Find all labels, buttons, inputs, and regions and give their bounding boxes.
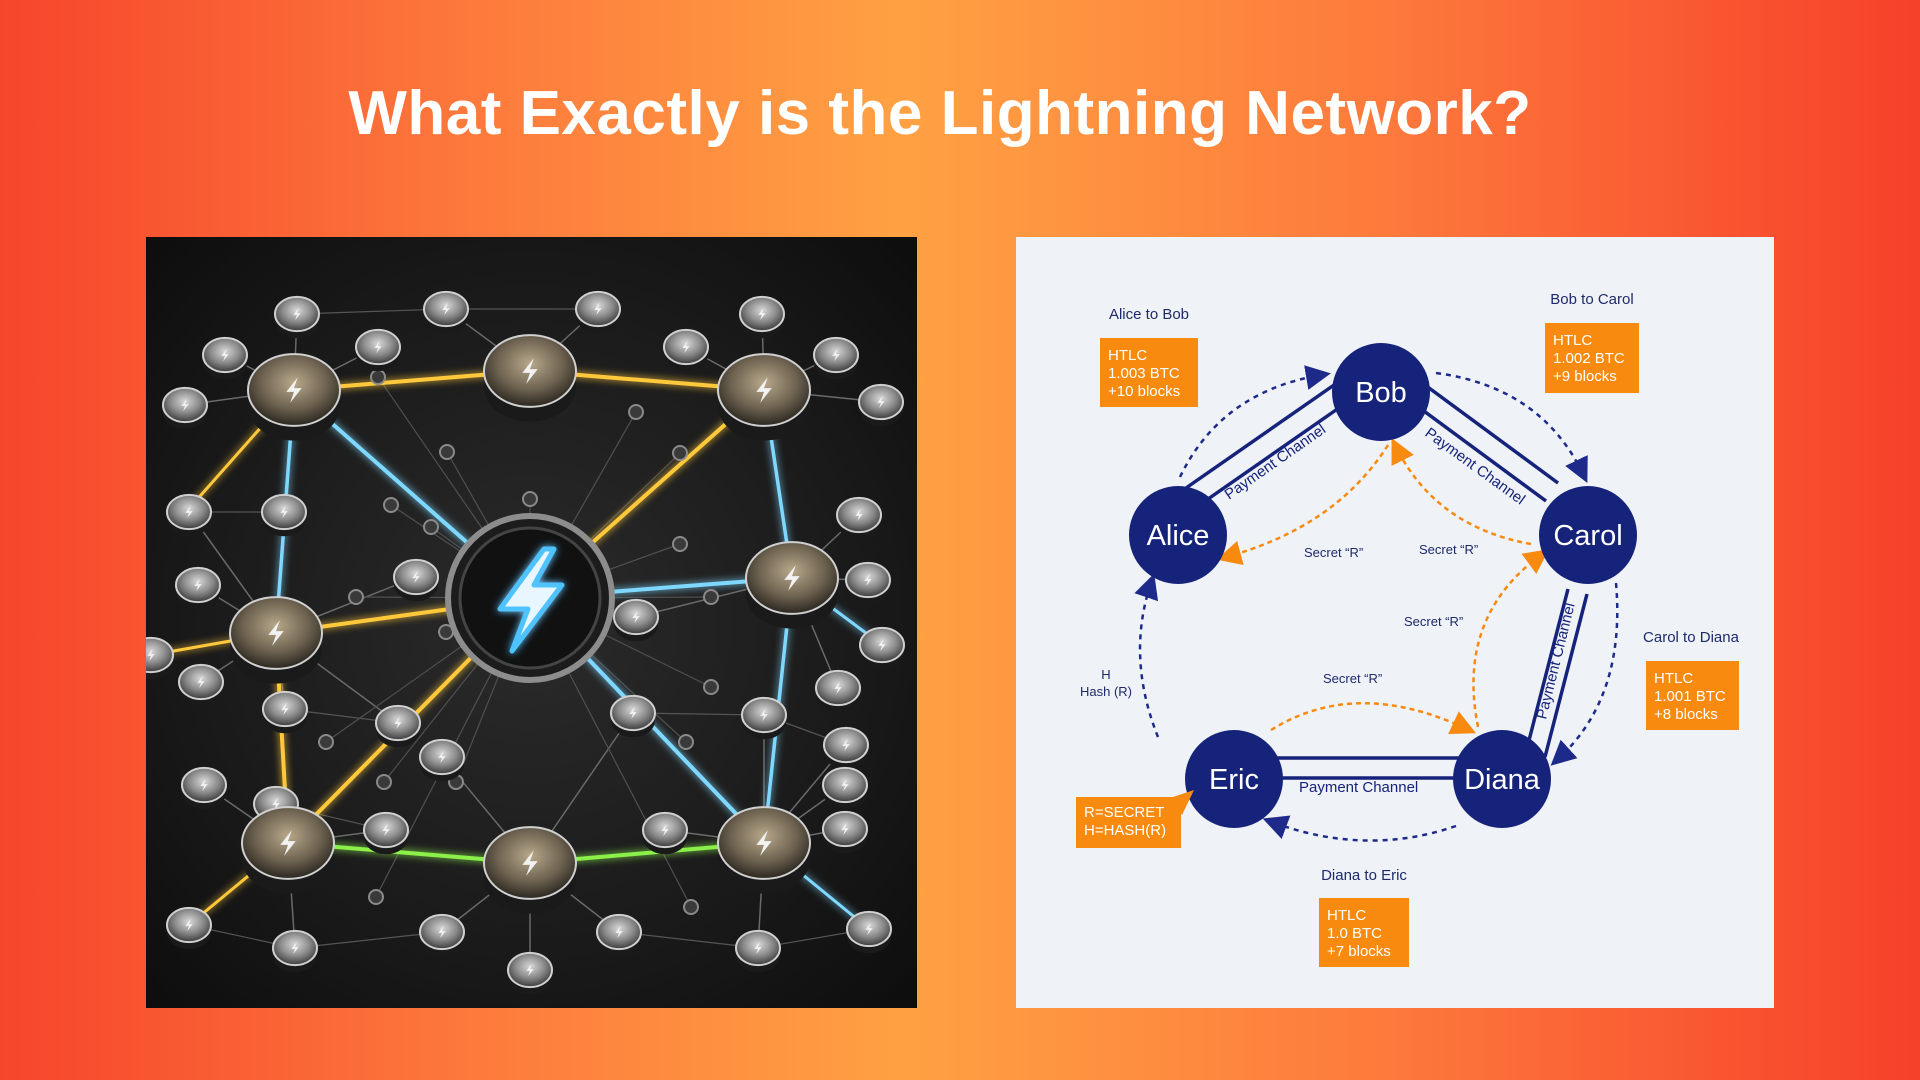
bolt-coin-icon: [375, 704, 421, 748]
svg-text:HTLC 1.003 BTC: HTLC 1.003 BTC +10 blocks: [1108, 347, 1184, 400]
svg-text:Eric: Eric: [1209, 764, 1259, 796]
bolt-coin-icon: [483, 334, 577, 422]
bolt-coin-icon: [146, 636, 174, 680]
bolt-coin-icon: [247, 353, 341, 441]
route-arc-diana-eric: [1262, 815, 1457, 842]
node-diana: Diana: [1453, 730, 1551, 828]
bolt-coin-icon: [822, 766, 868, 810]
bolt-coin-icon: [483, 826, 577, 914]
bolt-coin-icon: [822, 810, 868, 854]
bolt-coin-icon: [175, 566, 221, 610]
bolt-coin-icon: [272, 929, 318, 973]
svg-text:HTLC 1.0 BTC +: HTLC 1.0 BTC +7 blocks: [1327, 907, 1391, 960]
bolt-coin-icon: [596, 913, 642, 957]
channel-label-alice-bob: Payment Channel: [1222, 421, 1329, 503]
bolt-coin-icon: [739, 295, 785, 339]
node-carol: Carol: [1539, 486, 1637, 584]
htlc-box-diana-eric: HTLC 1.0 BTC +7 blocks: [1319, 898, 1409, 967]
payment-title-carol-diana: Carol to Diana: [1643, 629, 1740, 646]
htlc-diagram: Payment Channel Payment Channel Payment …: [1016, 237, 1774, 1008]
route-arc-alice-bob: [1178, 365, 1331, 478]
bolt-coin-icon: [745, 541, 839, 629]
center-hub: [445, 513, 615, 683]
node-eric: Eric: [1185, 730, 1283, 828]
bolt-coin-icon: [813, 336, 859, 380]
channel-label-carol-diana: Payment Channel: [1533, 601, 1578, 721]
lightning-bolt-icon: [497, 546, 565, 654]
payment-title-bob-carol: Bob to Carol: [1550, 291, 1633, 308]
bolt-coin-icon: [261, 493, 307, 537]
svg-text:R=SECRET H=HASH(R): R=SECRET H=HASH(R): [1084, 804, 1168, 839]
bolt-coin-icon: [274, 295, 320, 339]
secret-arrow-bob-alice: [1216, 444, 1390, 566]
svg-text:Bob: Bob: [1355, 377, 1407, 409]
bolt-coin-icon: [355, 328, 401, 372]
bolt-coin-icon: [717, 806, 811, 894]
channel-label-bob-carol: Payment Channel: [1422, 424, 1528, 508]
bolt-coin-icon: [858, 383, 904, 427]
bolt-coin-icon: [178, 663, 224, 707]
htlc-box-alice-bob: HTLC 1.003 BTC +10 blocks: [1100, 338, 1198, 407]
bolt-coin-icon: [846, 910, 892, 954]
hash-h-label: H: [1101, 667, 1110, 682]
payment-title-alice-bob: Alice to Bob: [1109, 306, 1189, 323]
secret-label-3: Secret “R”: [1404, 614, 1463, 629]
secret-arrow-carol-bob: [1391, 438, 1532, 546]
secret-arrow-diana-carol: [1472, 549, 1550, 728]
svg-text:HTLC 1.002 BTC: HTLC 1.002 BTC +9 blocks: [1553, 332, 1629, 385]
route-arc-hash-up: [1134, 573, 1160, 738]
bolt-coin-icon: [262, 690, 308, 734]
bolt-coin-icon: [823, 726, 869, 770]
hash-r-label: Hash (R): [1080, 684, 1132, 699]
bolt-coin-icon: [717, 353, 811, 441]
payment-title-diana-eric: Diana to Eric: [1321, 867, 1407, 884]
bolt-coin-icon: [845, 561, 891, 605]
bolt-coin-icon: [735, 929, 781, 973]
bolt-coin-icon: [393, 558, 439, 602]
htlc-diagram-svg: Payment Channel Payment Channel Payment …: [1076, 291, 1740, 967]
bolt-coin-icon: [229, 596, 323, 684]
node-bob: Bob: [1332, 343, 1430, 441]
htlc-box-bob-carol: HTLC 1.002 BTC +9 blocks: [1545, 323, 1639, 393]
bolt-coin-icon: [166, 906, 212, 950]
bolt-coin-icon: [419, 913, 465, 957]
secret-label-4: Secret “R”: [1323, 671, 1382, 686]
secret-label-2: Secret “R”: [1419, 542, 1478, 557]
bolt-coin-icon: [613, 598, 659, 642]
route-arc-bob-carol: [1435, 371, 1588, 484]
svg-text:HTLC 1.001 BTC: HTLC 1.001 BTC +8 blocks: [1654, 670, 1730, 723]
bolt-coin-icon: [166, 493, 212, 537]
bolt-coin-icon: [815, 669, 861, 713]
bolt-coin-icon: [507, 951, 553, 995]
htlc-box-carol-diana: HTLC 1.001 BTC +8 blocks: [1646, 661, 1739, 730]
svg-text:Carol: Carol: [1553, 520, 1622, 552]
channel-label-eric-diana: Payment Channel: [1299, 779, 1418, 796]
slide-title: What Exactly is the Lightning Network?: [348, 79, 1532, 148]
bolt-coin-icon: [610, 694, 656, 738]
svg-text:Alice: Alice: [1147, 520, 1210, 552]
route-arc-carol-diana: [1550, 582, 1619, 766]
bolt-coin-icon: [423, 290, 469, 334]
bolt-coin-icon: [741, 696, 787, 740]
bolt-coin-icon: [419, 738, 465, 782]
bolt-coin-icon: [363, 811, 409, 855]
bolt-coin-icon: [202, 336, 248, 380]
network-illustration-svg: [146, 290, 905, 995]
bolt-coin-icon: [241, 806, 335, 894]
bolt-coin-icon: [162, 386, 208, 430]
secret-arrow-eric-diana: [1270, 702, 1477, 734]
bolt-coin-icon: [836, 496, 882, 540]
network-illustration: [146, 237, 917, 1008]
secret-label-1: Secret “R”: [1304, 545, 1363, 560]
bolt-coin-icon: [859, 626, 905, 670]
svg-text:Diana: Diana: [1464, 764, 1541, 796]
bolt-coin-icon: [663, 328, 709, 372]
bolt-coin-icon: [642, 811, 688, 855]
bolt-coin-icon: [181, 766, 227, 810]
bolt-coin-icon: [575, 290, 621, 334]
node-alice: Alice: [1129, 486, 1227, 584]
secret-box: R=SECRET H=HASH(R): [1076, 790, 1194, 848]
